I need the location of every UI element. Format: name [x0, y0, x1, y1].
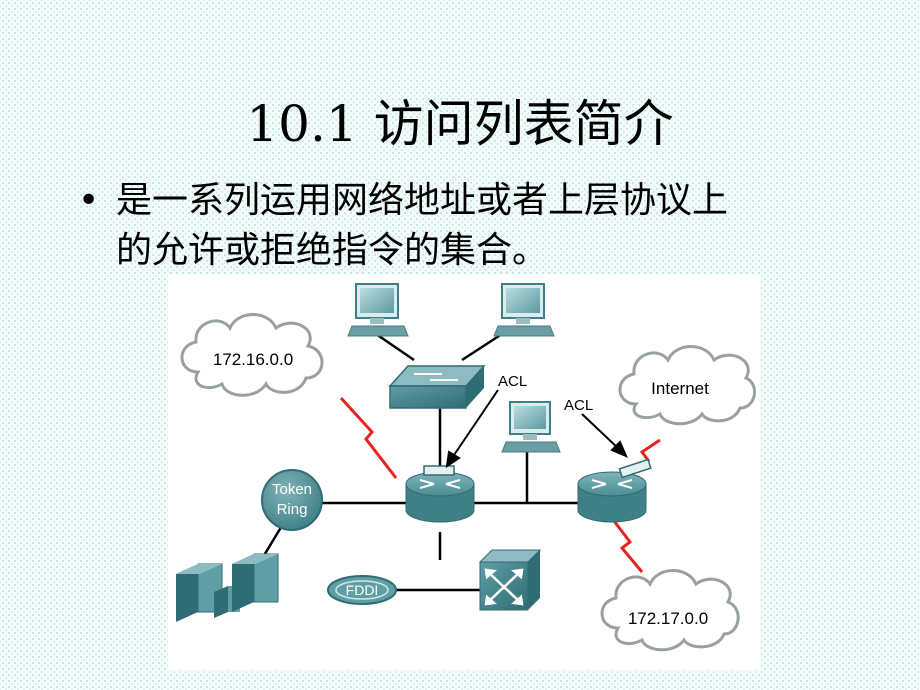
pc-middle-icon: [501, 401, 561, 453]
network-diagram: 172.16.0.0 Internet 172.17.0.0 ACL: [168, 274, 760, 670]
switch-icon: [388, 365, 486, 409]
router-right-icon: [577, 471, 647, 523]
servers-icon: [176, 553, 279, 622]
pc-top-right-icon: [493, 283, 555, 337]
token-ring-label-line2: Ring: [277, 501, 308, 518]
cloud-left-label: 172.16.0.0: [213, 350, 293, 369]
acl-filter-center-icon: [423, 465, 455, 476]
cloud-internet-icon: [618, 345, 756, 426]
acl-arrows: [445, 389, 628, 469]
token-ring-label-line1: Token: [272, 481, 312, 498]
cloud-bottom-icon: [600, 569, 740, 652]
slide-title: 10.1 访问列表简介: [246, 95, 674, 153]
bullet-text: 是一系列运用网络地址或者上层协议上 的允许或拒绝指令的集合。: [116, 176, 838, 276]
pc-top-left-icon: [347, 283, 409, 337]
cloud-internet-label: Internet: [651, 379, 709, 398]
atm-switch-icon: [478, 549, 542, 611]
bullet-line-2: 的允许或拒绝指令的集合。: [116, 230, 549, 271]
acl-label-center: ACL: [498, 373, 527, 390]
router-center-icon: [405, 471, 475, 523]
token-ring-icon: [261, 469, 323, 531]
fddi-ring-icon: [327, 575, 397, 605]
acl-label-right: ACL: [564, 397, 593, 414]
bullet-line-1: 是一系列运用网络地址或者上层协议上: [116, 180, 729, 221]
bullet-dot: •: [78, 180, 100, 221]
bullet-item: • 是一系列运用网络地址或者上层协议上 的允许或拒绝指令的集合。: [78, 176, 838, 276]
cloud-bottom-label: 172.17.0.0: [628, 609, 708, 628]
cloud-left-icon: [180, 313, 324, 397]
acl-filter-right-icon: [618, 458, 652, 479]
fddi-label: FDDI: [346, 582, 379, 598]
ethernet-links: [258, 332, 578, 592]
